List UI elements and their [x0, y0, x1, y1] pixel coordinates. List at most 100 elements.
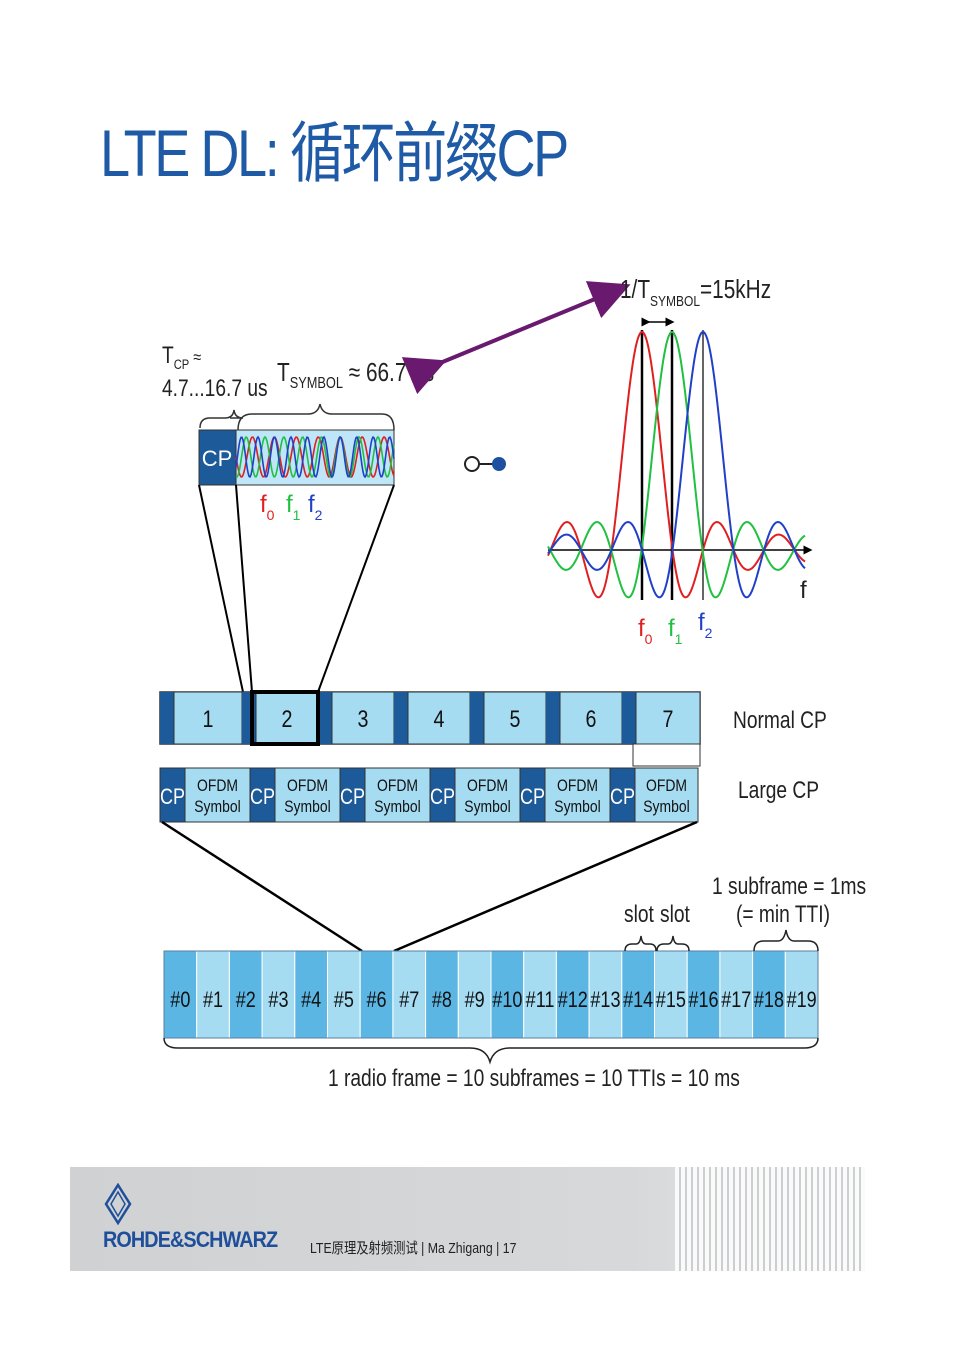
subframe-cell: [163, 950, 198, 1039]
subframe-brace: [753, 929, 819, 952]
footer-logo-text: ROHDE&SCHWARZ: [103, 1227, 278, 1252]
large-cp-prefix: [159, 767, 186, 823]
large-cp-symbol-line1: OFDM: [467, 777, 508, 796]
cp-block-label: CP: [202, 446, 233, 471]
subframe-cell-label: #19: [787, 988, 817, 1012]
sinc-f2: [547, 330, 806, 599]
page-title: LTE DL: 循环前缀CP: [100, 116, 569, 190]
fourier-filled-circle: [492, 457, 506, 471]
tcp-label: TCP ≈: [162, 341, 201, 372]
subframe-cell: [523, 950, 557, 1039]
subframe-cell-label: #2: [236, 988, 256, 1012]
normal-cp-prefix: [394, 692, 408, 744]
footer-stripes: [675, 1167, 865, 1271]
symbol-wave-2: [235, 435, 395, 479]
tcp-range-label: 4.7...16.7 us: [162, 374, 268, 402]
large-cp-symbol-line2: Symbol: [374, 798, 420, 817]
subframe-cell: [196, 950, 230, 1039]
fourier-open-circle: [464, 456, 480, 472]
normal-cp-label: Normal CP: [733, 706, 827, 734]
zoom-line-2: [235, 484, 253, 693]
normal-cp-prefix: [622, 692, 636, 744]
f-axis-label: f: [800, 577, 807, 604]
large-cp-symbol-line2: Symbol: [194, 798, 240, 817]
radio-frame-label: 1 radio frame = 10 subframes = 10 TTIs =…: [328, 1064, 740, 1092]
slot-brace-2: [656, 935, 690, 952]
zoom-line-3: [317, 484, 395, 693]
subcarrier-spectrum: [547, 330, 813, 600]
large-cp-symbol: [364, 767, 431, 823]
large-cp-symbol-line2: Symbol: [643, 798, 689, 817]
subframe-cell: [654, 950, 688, 1039]
large-cp-prefix-label: CP: [430, 785, 455, 809]
symbol-wave-1: [235, 435, 395, 479]
subframe-cell-label: #16: [689, 988, 719, 1012]
large-cp-symbol-line2: Symbol: [464, 798, 510, 817]
normal-cp-symbol-label: 1: [203, 705, 214, 732]
large-cp-prefix-label: CP: [520, 785, 545, 809]
subframe-cell-label: #1: [203, 988, 223, 1012]
subframe-cell-label: #0: [170, 988, 190, 1012]
subframe-cell-label: #4: [301, 988, 321, 1012]
f1-label-left: f1: [286, 491, 301, 523]
correspondence-arrow: [401, 281, 631, 395]
normal-cp-symbol: [635, 691, 701, 745]
subframe-label-line2: (= min TTI): [736, 900, 830, 928]
large-cp-symbol-line1: OFDM: [646, 777, 687, 796]
normal-cp-prefix: [160, 692, 174, 744]
slot-label-2: slot: [660, 900, 690, 928]
subframe-cell: [752, 950, 786, 1039]
highlighted-symbol-2: [250, 690, 320, 746]
subframe-label-line1: 1 subframe = 1ms: [712, 872, 866, 900]
sinc-f1: [547, 330, 806, 599]
tcp-brace: [199, 409, 244, 429]
large-cp-symbol: [634, 767, 699, 823]
normal-cp-prefix: [470, 692, 484, 744]
expand-line-left: [161, 820, 363, 953]
f2-label-right: f2: [698, 609, 713, 641]
slot-label-1: slot: [624, 900, 654, 928]
expand-line-right: [393, 820, 698, 953]
large-cp-symbol-line1: OFDM: [557, 777, 598, 796]
f2-label-left: f2: [308, 491, 323, 523]
subframe-row: #0#1#2#3#4#5#6#7#8#9#10#11#12#13#14#15#1…: [163, 950, 819, 1039]
subframe-cell-label: #5: [334, 988, 354, 1012]
subframe-cell-label: #18: [754, 988, 784, 1012]
slot-brace-1: [624, 935, 657, 952]
large-cp-symbol-line2: Symbol: [284, 798, 330, 817]
large-cp-symbol-line2: Symbol: [554, 798, 600, 817]
footer-bar: ROHDE&SCHWARZ LTE原理及射频测试 | Ma Zhigang | …: [70, 1167, 865, 1271]
cp-block: [198, 429, 237, 486]
large-cp-prefix-label: CP: [340, 785, 365, 809]
subframe-cell-label: #9: [465, 988, 485, 1012]
symbol-wave-0: [235, 435, 395, 479]
subframe-cell-label: #7: [399, 988, 419, 1012]
subframe-cell-label: #12: [558, 988, 588, 1012]
subframe-cell: [784, 950, 819, 1039]
subframe-cell: [228, 950, 263, 1039]
tsymbol-brace: [237, 403, 395, 431]
subframe-cell-label: #8: [432, 988, 452, 1012]
large-cp-symbol-line1: OFDM: [287, 777, 328, 796]
large-cp-prefix-label: CP: [250, 785, 275, 809]
f0-label-left: f0: [260, 491, 275, 523]
radio-frame-brace: [163, 1037, 819, 1065]
normal-cp-gap: [632, 743, 701, 767]
symbol-waveforms: [235, 435, 395, 479]
zoom-line-1: [198, 484, 244, 693]
normal-cp-symbol-label: 3: [358, 705, 369, 732]
normal-cp-prefix: [546, 692, 560, 744]
large-cp-label: Large CP: [738, 776, 819, 804]
large-cp-prefix: [609, 767, 636, 823]
subcarrier-spacing-label: 1/TSYMBOL=15kHz: [620, 275, 771, 310]
large-cp-prefix: [339, 767, 366, 823]
subframe-cell-label: #13: [590, 988, 620, 1012]
subframe-cell-label: #10: [492, 988, 522, 1012]
subframe-cell: [425, 950, 459, 1039]
tsymbol-label: TSYMBOL ≈ 66.7 us: [277, 358, 434, 393]
normal-cp-symbol-label: 7: [663, 705, 674, 732]
normal-cp-symbol: [407, 691, 471, 745]
subframe-cell-label: #3: [268, 988, 288, 1012]
